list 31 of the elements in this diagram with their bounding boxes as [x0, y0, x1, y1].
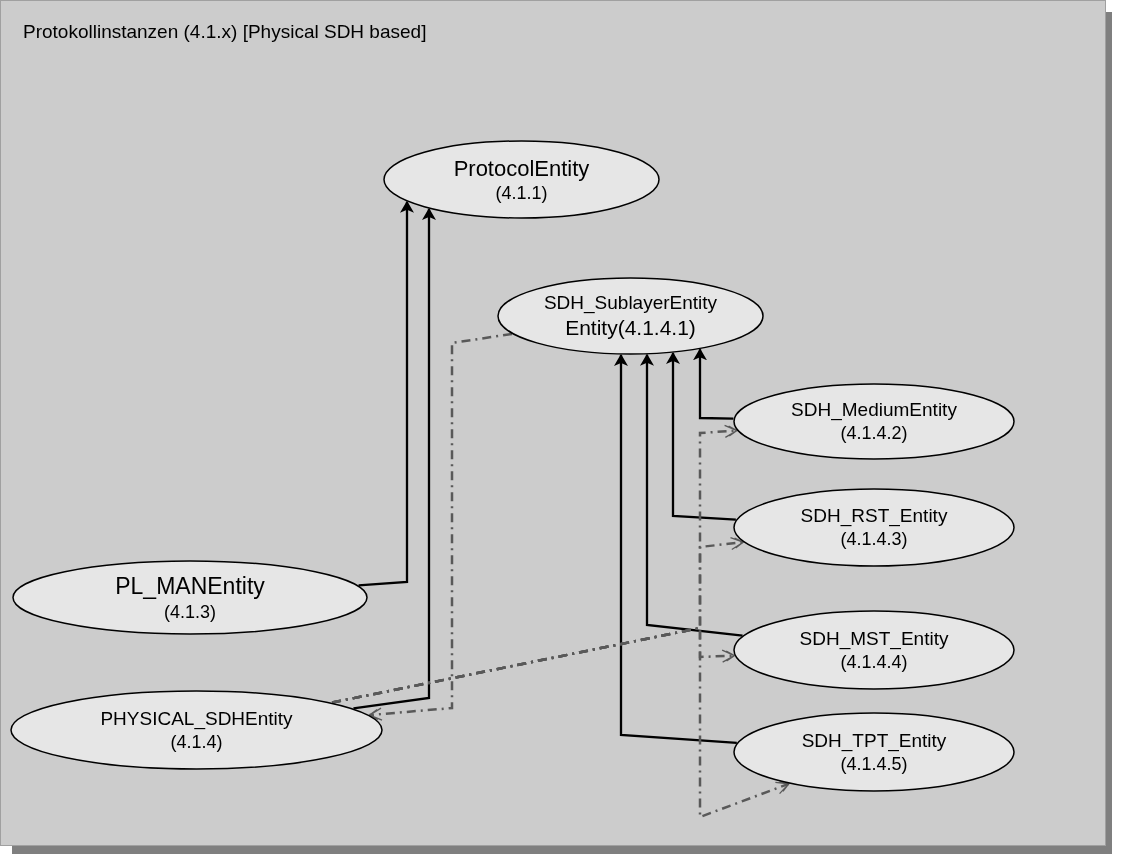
- ellipse-node: [12, 560, 368, 635]
- node-label: PHYSICAL_SDHEntity: [100, 706, 293, 731]
- node-label: SDH_MST_Entity: [799, 626, 949, 651]
- ellipse-node: [733, 712, 1015, 792]
- node-label: (4.1.1): [495, 182, 548, 205]
- diagram-title: Protokollinstanzen (4.1.x) [Physical SDH based]: [23, 20, 427, 44]
- ellipse-node: [733, 488, 1015, 567]
- node-label: (4.1.4.3): [840, 528, 908, 551]
- node-label: (4.1.4.5): [840, 752, 908, 776]
- arrow: [614, 353, 737, 744]
- node-label: (4.1.4): [170, 730, 223, 754]
- node-label: SDH_RST_Entity: [800, 504, 948, 529]
- node-label: Entity(4.1.4.1): [565, 314, 696, 341]
- node-label: PL_MANEntity: [115, 571, 265, 601]
- ellipse-node: [733, 610, 1015, 690]
- node-label: ProtocolEntity: [453, 154, 590, 182]
- node-label: SDH_MediumEntity: [791, 398, 957, 423]
- ellipse-node: [733, 383, 1015, 460]
- arrow: [353, 207, 436, 710]
- arrow: [666, 351, 736, 521]
- arrow: [640, 353, 743, 637]
- node-label: SDH_SublayerEntity: [543, 291, 718, 315]
- ellipse-node: [10, 690, 383, 770]
- node-label: SDH_TPT_Entity: [801, 728, 947, 753]
- node-label: (4.1.4.2): [840, 422, 908, 445]
- node-label: (4.1.3): [164, 600, 216, 624]
- node-label: (4.1.4.4): [840, 650, 908, 674]
- arrow: [358, 200, 414, 587]
- ellipse-node: [383, 140, 660, 219]
- arrow: [693, 348, 734, 420]
- ellipse-node: [497, 277, 764, 355]
